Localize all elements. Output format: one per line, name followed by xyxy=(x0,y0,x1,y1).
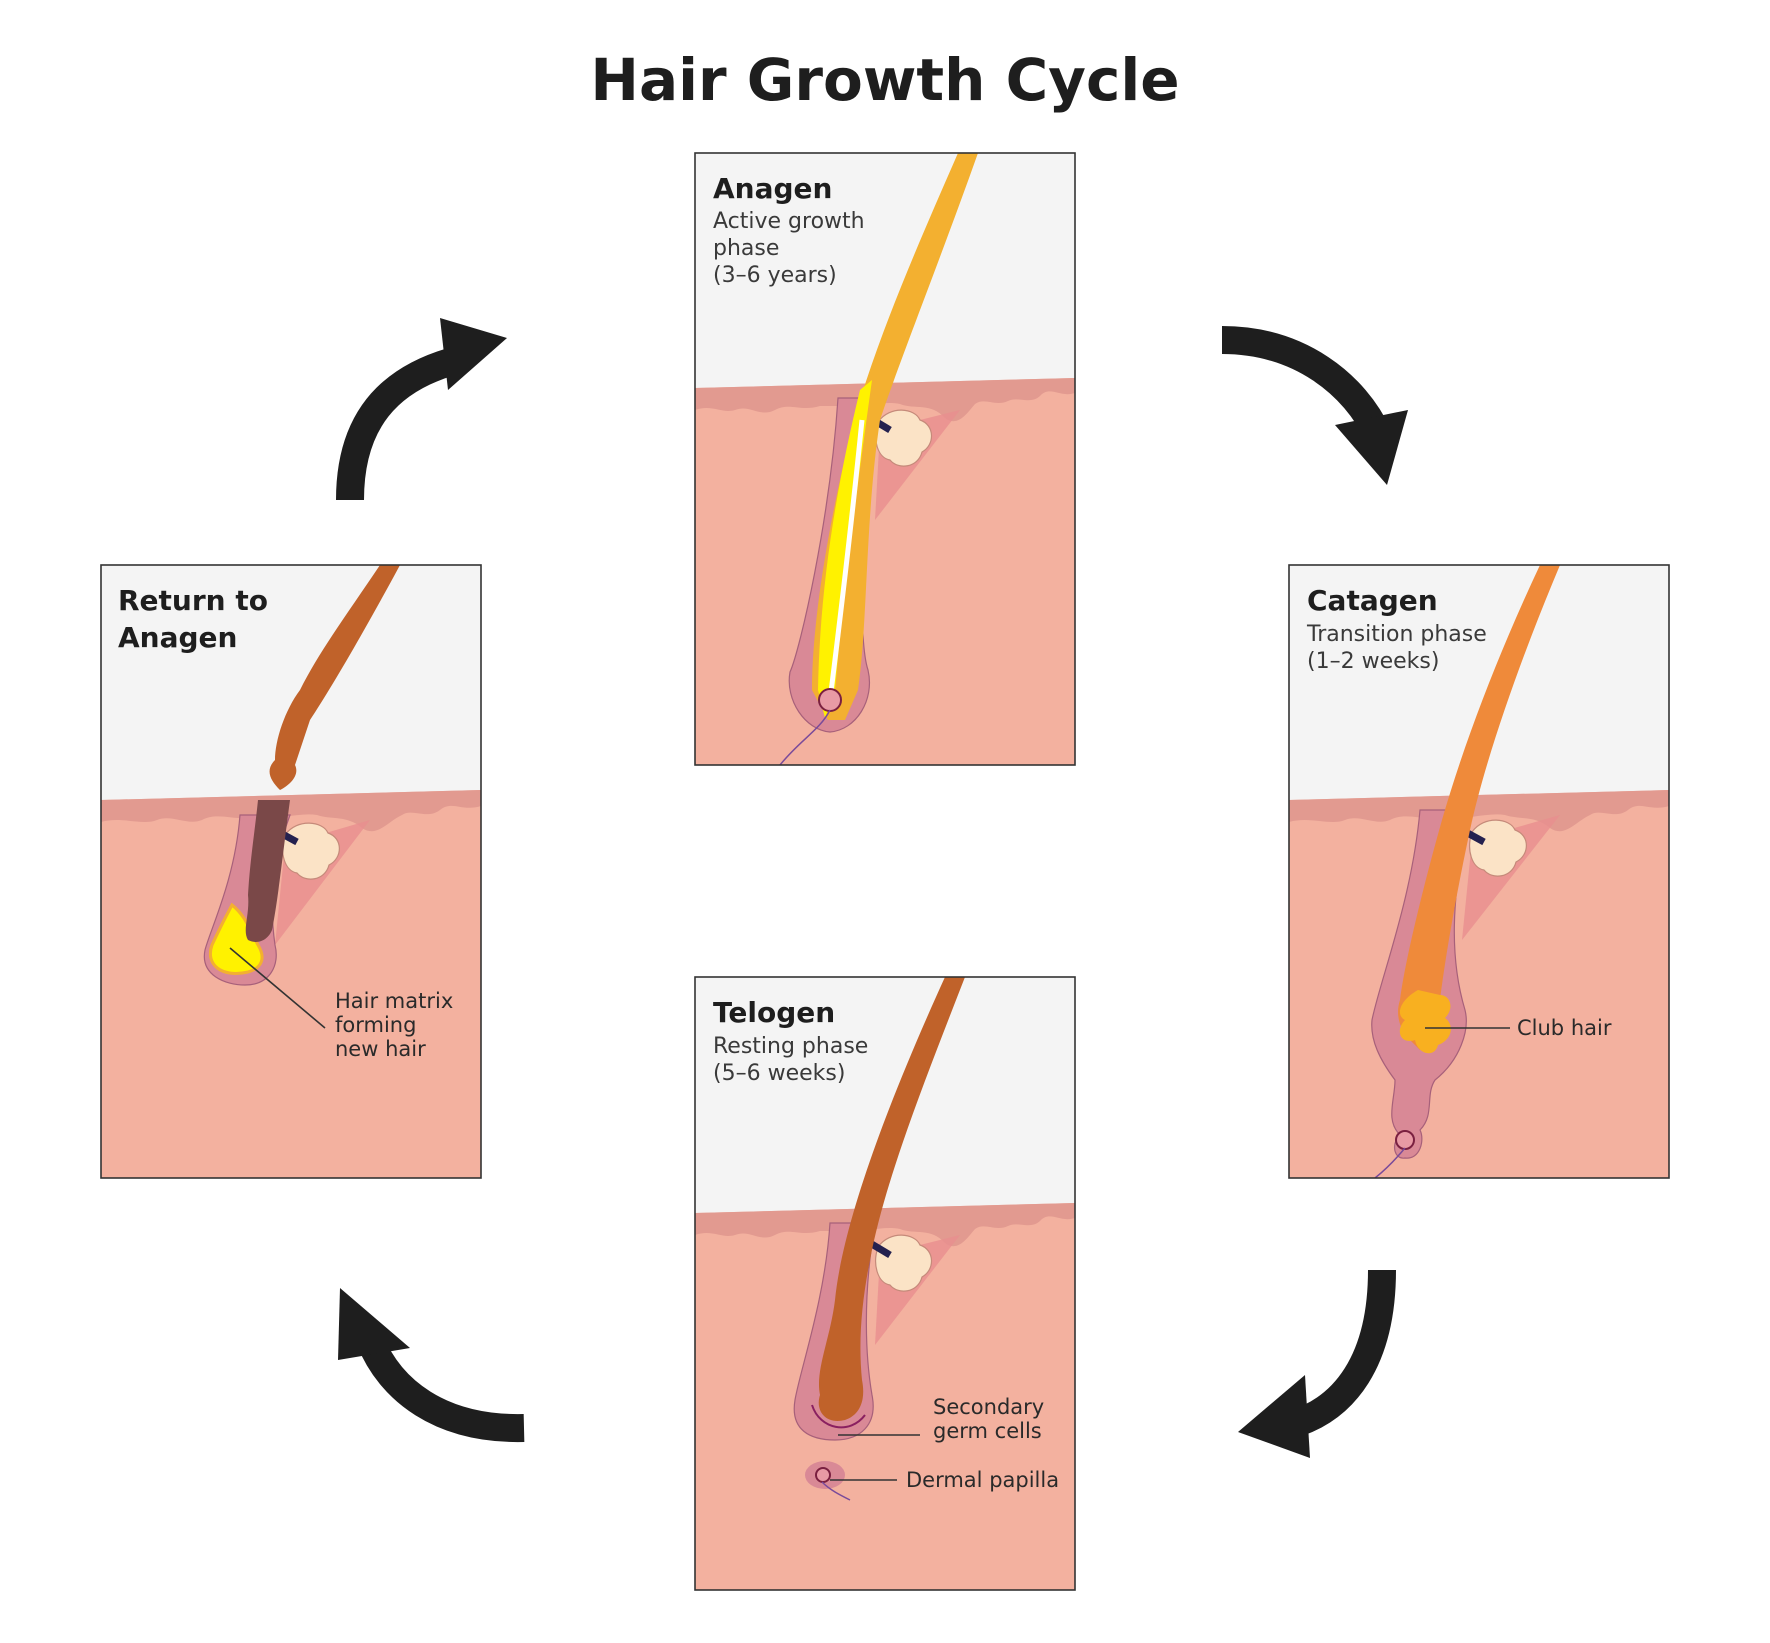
dermis xyxy=(101,790,481,1178)
hair-matrix-leader xyxy=(229,947,326,1029)
secondary-germ-cells xyxy=(811,1404,866,1429)
curved-arrow-icon xyxy=(357,1334,525,1443)
arrow-head-icon xyxy=(440,318,507,390)
epidermis xyxy=(695,1203,1075,1247)
club-hair-bulb xyxy=(1399,990,1451,1054)
papilla-core xyxy=(815,1467,831,1483)
gland-duct xyxy=(868,1239,892,1259)
curved-arrow-icon xyxy=(1221,326,1391,442)
hair-matrix-label-line: new hair xyxy=(335,1037,426,1061)
panel-return-to-anagen: Return to Anagen Hair matrix forming new… xyxy=(100,564,482,1179)
dermal-papilla xyxy=(1395,1130,1415,1150)
shed-hair-shaft xyxy=(269,565,400,790)
blood-vessel xyxy=(779,709,831,765)
panel-border xyxy=(694,152,1076,766)
panel-telogen: Telogen Resting phase (5–6 weeks) Second… xyxy=(694,976,1076,1591)
catagen-desc-line: Transition phase xyxy=(1306,622,1487,647)
arrow-head-icon xyxy=(338,1288,410,1360)
sebaceous-gland xyxy=(1469,819,1527,877)
curved-arrow-icon xyxy=(1285,1269,1396,1439)
anagen-name: Anagen xyxy=(713,172,832,205)
panel-border xyxy=(1288,564,1670,1179)
telogen-name: Telogen xyxy=(713,996,835,1029)
hair-matrix xyxy=(209,902,264,975)
dermis xyxy=(695,1203,1075,1590)
page-title: Hair Growth Cycle xyxy=(590,46,1179,114)
club-hair-label: Club hair xyxy=(1517,1016,1612,1040)
panel-border xyxy=(100,564,482,1179)
germ-cells-label-line: Secondary xyxy=(933,1395,1044,1419)
catagen-name: Catagen xyxy=(1307,584,1438,617)
resting-hair-shaft xyxy=(818,977,965,1421)
dermis xyxy=(695,378,1075,765)
dermis xyxy=(1289,790,1669,1178)
curved-arrow-icon xyxy=(336,348,455,501)
return-name-line: Anagen xyxy=(118,621,237,654)
blood-vessel xyxy=(1374,1147,1406,1178)
cycle-arrows xyxy=(336,318,1408,1458)
panel-border xyxy=(694,976,1076,1591)
return-name-line: Return to xyxy=(118,584,268,617)
club-hair-shaft xyxy=(1398,565,1560,1050)
telogen-desc-line: Resting phase xyxy=(713,1034,868,1059)
arrow-head-icon xyxy=(1335,410,1408,485)
sebaceous-gland xyxy=(282,822,340,880)
sebaceous-gland xyxy=(875,1234,933,1292)
blood-vessel xyxy=(821,1481,851,1501)
hair-highlight xyxy=(827,419,865,701)
arrow-head-icon xyxy=(1238,1375,1310,1458)
dermal-papilla xyxy=(818,688,842,712)
old-hair-root xyxy=(245,800,290,942)
panel-anagen: Anagen Active growth phase (3–6 years) xyxy=(694,152,1076,766)
epidermis xyxy=(1289,790,1669,832)
telogen-desc-line: (5–6 weeks) xyxy=(713,1061,845,1086)
dermal-papilla-label: Dermal papilla xyxy=(906,1468,1059,1492)
hair-shaft xyxy=(812,153,978,720)
anagen-desc-line: phase xyxy=(713,236,779,261)
hair-matrix-label-line: forming xyxy=(335,1013,416,1037)
hair-matrix-label-line: Hair matrix xyxy=(335,989,453,1013)
epidermis xyxy=(101,790,481,832)
anagen-desc-line: (3–6 years) xyxy=(713,263,837,288)
catagen-desc-line: (1–2 weeks) xyxy=(1307,649,1439,674)
panel-catagen: Catagen Transition phase (1–2 weeks) Clu… xyxy=(1288,564,1670,1179)
sebaceous-gland xyxy=(875,409,933,467)
germ-cells-label-line: germ cells xyxy=(933,1419,1042,1443)
anagen-desc-line: Active growth xyxy=(713,209,865,234)
